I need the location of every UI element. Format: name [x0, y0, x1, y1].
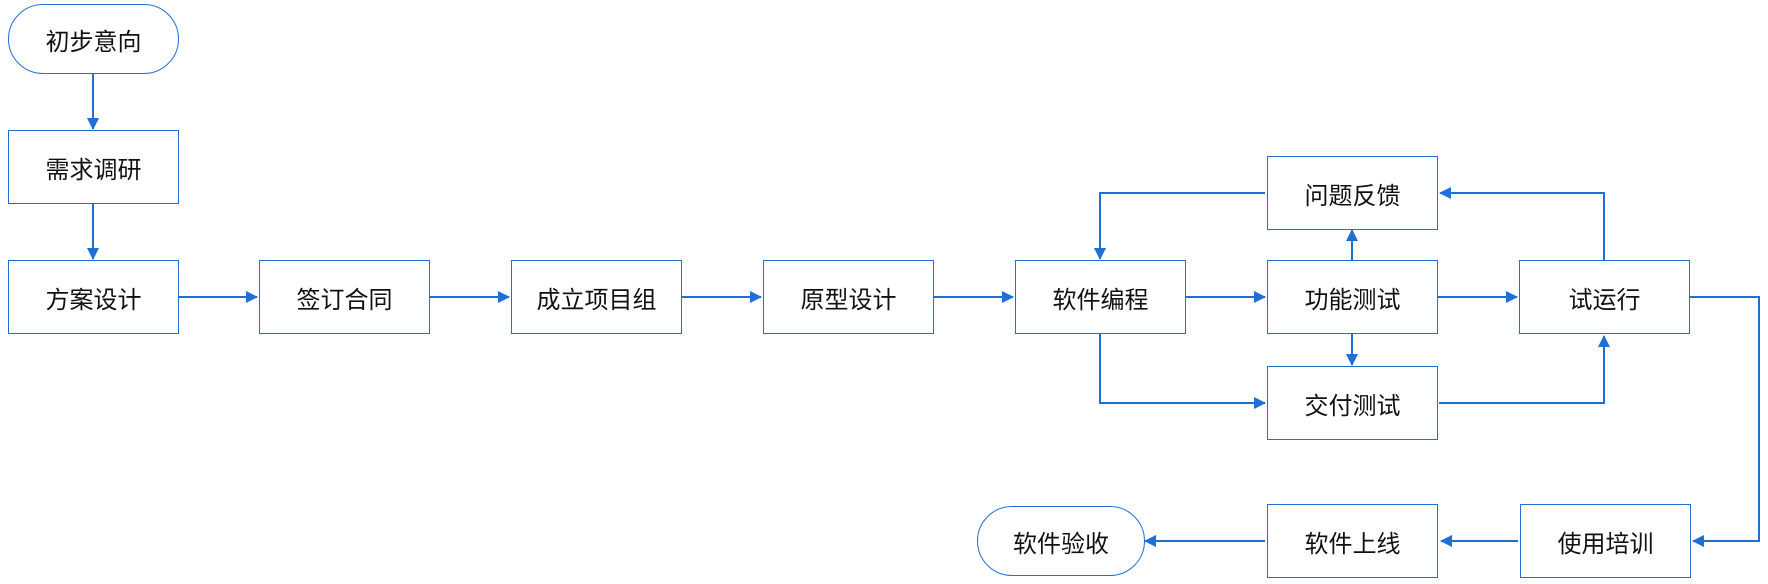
node-launch-label: 软件上线	[1304, 529, 1401, 558]
node-coding-label: 软件编程	[1052, 285, 1149, 314]
node-function-test: 功能测试	[1267, 260, 1438, 334]
node-training-label: 使用培训	[1557, 529, 1654, 558]
node-delivery-test-label: 交付测试	[1304, 391, 1401, 420]
node-team-label: 成立项目组	[536, 285, 657, 314]
edge-feedback-coding	[1094, 192, 1265, 260]
edge-coding-delivery-test	[1099, 334, 1266, 409]
node-acceptance-label: 软件验收	[1013, 529, 1109, 558]
node-research: 需求调研	[8, 130, 179, 204]
node-trial: 试运行	[1519, 260, 1690, 334]
node-feedback-label: 问题反馈	[1304, 181, 1401, 210]
node-prototype-label: 原型设计	[800, 285, 897, 314]
node-research-label: 需求调研	[45, 155, 142, 184]
node-coding: 软件编程	[1015, 260, 1186, 334]
node-function-test-label: 功能测试	[1304, 285, 1401, 314]
node-design: 方案设计	[8, 260, 179, 334]
node-launch: 软件上线	[1267, 504, 1438, 578]
edge-trial-training	[1690, 296, 1760, 547]
node-acceptance: 软件验收	[977, 506, 1145, 576]
node-trial-label: 试运行	[1568, 285, 1641, 314]
edge-trial-feedback	[1439, 187, 1605, 260]
node-training: 使用培训	[1520, 504, 1691, 578]
node-start-label: 初步意向	[45, 27, 142, 56]
node-design-label: 方案设计	[45, 285, 142, 314]
node-team: 成立项目组	[511, 260, 682, 334]
edge-delivery-test-trial	[1439, 335, 1610, 404]
node-contract-label: 签订合同	[296, 285, 393, 314]
node-prototype: 原型设计	[763, 260, 934, 334]
node-delivery-test: 交付测试	[1267, 366, 1438, 440]
node-feedback: 问题反馈	[1267, 156, 1438, 230]
node-start: 初步意向	[8, 4, 179, 74]
node-contract: 签订合同	[259, 260, 430, 334]
